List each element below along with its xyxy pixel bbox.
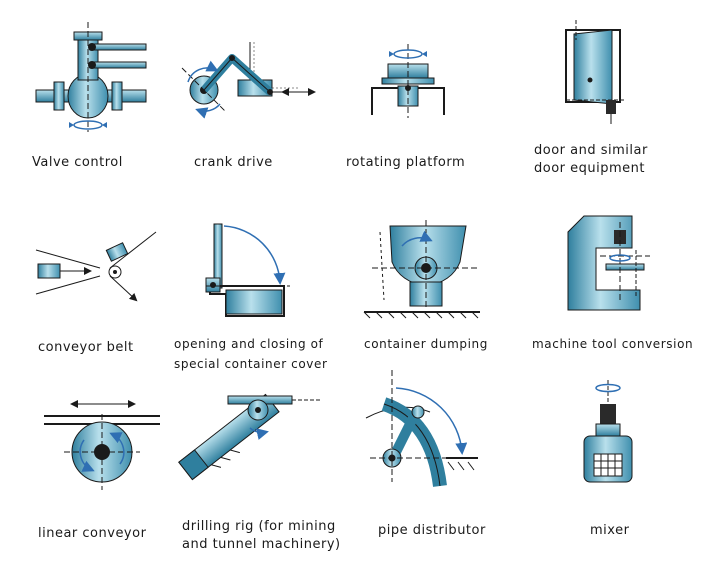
machine-tool-icon [568,216,650,310]
caption-drilling-rig-line-2: and tunnel machinery) [182,536,341,554]
caption-machine-tool: machine tool conversion [532,334,693,354]
conveyor-belt-icon [36,232,156,300]
caption-mixer: mixer [590,522,629,540]
crank-icon [182,42,314,112]
drilling-rig-icon [179,394,322,485]
linear-conveyor-icon [44,404,160,490]
caption-container-cover-line-2: special container cover [174,354,328,374]
mixer-icon [584,380,632,482]
caption-door-line-1: door and similar [534,142,648,160]
caption-conveyor-belt: conveyor belt [38,339,134,357]
caption-valve-control: Valve control [32,154,123,172]
caption-door: door and similar door equipment [534,142,648,178]
caption-linear-conveyor: linear conveyor [38,525,146,543]
caption-drilling-rig-line-1: drilling rig (for mining [182,518,341,536]
caption-container-cover-line-1: opening and closing of [174,334,328,354]
caption-pipe-distributor: pipe distributor [378,522,486,540]
caption-crank-drive: crank drive [194,154,273,172]
dumping-icon [364,220,480,318]
pipe-distributor-icon [366,370,478,486]
door-icon [566,20,626,124]
caption-door-line-2: door equipment [534,160,648,178]
platform-icon [372,44,444,118]
caption-drilling-rig: drilling rig (for mining and tunnel mach… [182,518,341,554]
valve-icon [36,22,146,132]
caption-container-dumping: container dumping [364,334,488,354]
caption-container-cover: opening and closing of special container… [174,334,328,374]
container-cover-icon [206,224,290,316]
caption-rotating-platform: rotating platform [346,154,465,172]
